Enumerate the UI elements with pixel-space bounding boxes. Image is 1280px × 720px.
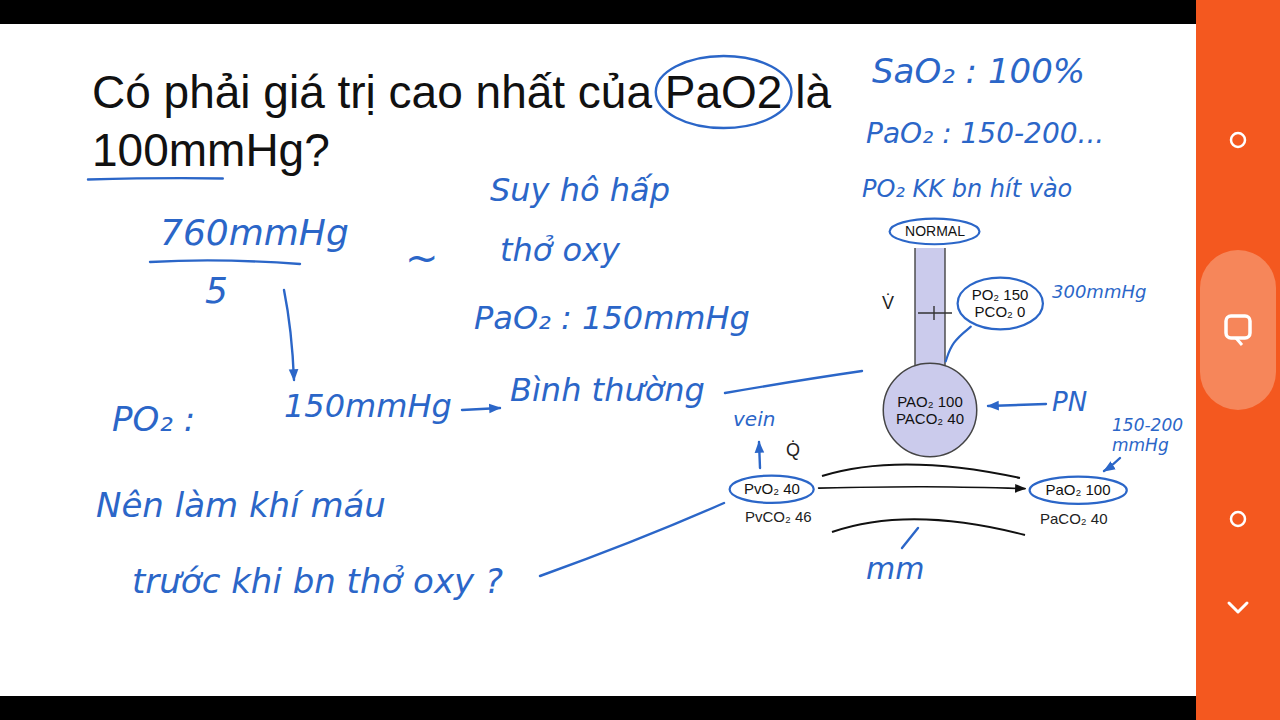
circled-label: NORMAL (888, 217, 981, 246)
node-text: NORMAL (905, 223, 965, 239)
node-text: PO₂ 150PCO₂ 0 (972, 286, 1029, 321)
connector (946, 327, 971, 362)
ink-circle (1029, 476, 1126, 503)
node-text: PAO₂ 100PACO₂ 40 (896, 393, 964, 428)
diagram-label: Q̇ (786, 440, 800, 461)
alveolus: PAO₂ 100PACO₂ 40 (882, 362, 978, 458)
ink-stroke (902, 528, 918, 548)
airway-wall (915, 248, 945, 374)
bottom-bar (0, 696, 1196, 720)
slide-title: Có phải giá trị cao nhất của PaO2 là 100… (92, 64, 892, 179)
handwritten-note: 150mmHg (284, 388, 452, 425)
node-label: PAO₂ 100 (896, 393, 964, 410)
top-bar (0, 0, 1196, 24)
handwritten-note: Nên làm khí máu (96, 486, 386, 525)
node-label: PO₂ 150 (972, 286, 1029, 303)
diagram-label: V̇ (882, 293, 894, 314)
node-label: PvO₂ 40 (744, 480, 800, 497)
capillary-wall (832, 519, 1025, 535)
toolbar-icon (1226, 316, 1250, 338)
node-label: NORMAL (905, 223, 965, 239)
node-text: PvO₂ 40 (744, 480, 800, 497)
circled-label: PO₂ 150PCO₂ 0 (956, 276, 1045, 331)
fraction-line (150, 260, 300, 264)
node-text: PaO₂ 100 (1045, 481, 1110, 498)
diagram-label: PvCO₂ 46 (745, 508, 812, 525)
connector (819, 487, 1025, 489)
leader-line (540, 503, 724, 576)
ink-arrow (462, 408, 500, 410)
handwritten-note: Bình thường (510, 372, 705, 409)
handwritten-note: 5 (205, 270, 228, 311)
ink-circle (730, 475, 814, 502)
diagram-label: PaCO₂ 40 (1040, 510, 1108, 527)
ink-arrow (1104, 458, 1120, 471)
handwritten-note: ~ (405, 235, 439, 281)
capillary-wall (822, 464, 1020, 478)
toolbar-icon (1229, 603, 1247, 612)
node-label: PACO₂ 40 (896, 410, 964, 427)
alveolus-outline (883, 363, 977, 457)
ink-circle (957, 277, 1042, 329)
ventilation-mark (918, 306, 952, 320)
toolbar-icon (1236, 338, 1242, 345)
handwritten-note: mm (866, 552, 924, 587)
handwritten-note: vein (733, 408, 775, 431)
ink-stroke (725, 371, 862, 393)
toolbar-icon (1231, 512, 1245, 526)
side-toolbar (1196, 0, 1280, 720)
handwritten-note: PO₂ : (112, 400, 195, 439)
circled-label: PvO₂ 40 (728, 474, 815, 504)
node-label: PCO₂ 0 (972, 303, 1029, 320)
handwritten-note: PN (1052, 388, 1087, 418)
airway-tube (915, 248, 945, 374)
handwritten-note: 300mmHg (1052, 282, 1146, 303)
toolbar-icon (1231, 133, 1245, 147)
handwritten-note: 760mmHg (160, 212, 349, 253)
handwritten-note: PaO₂ : 150-200... (866, 118, 1104, 150)
handwritten-note: SaO₂ : 100% (872, 52, 1085, 91)
toolbar-highlight (1200, 250, 1276, 410)
ink-underline (88, 178, 223, 179)
handwritten-note: Suy hô hấp (490, 172, 670, 209)
handwritten-note: 150-200 mmHg (1112, 416, 1186, 455)
handwritten-note: thở oxy (500, 232, 620, 269)
circled-label: PaO₂ 100 (1028, 475, 1128, 505)
handwritten-note: trước khi bn thở oxy ? (132, 562, 503, 601)
ink-circle (890, 218, 980, 244)
ink-arrow (759, 442, 760, 468)
handwritten-note: PaO₂ : 150mmHg (474, 300, 750, 337)
node-label: PaO₂ 100 (1045, 481, 1110, 498)
ink-arrow (988, 404, 1046, 406)
handwritten-note: PO₂ KK bn hít vào (862, 176, 1072, 204)
ink-arrow (284, 290, 294, 380)
